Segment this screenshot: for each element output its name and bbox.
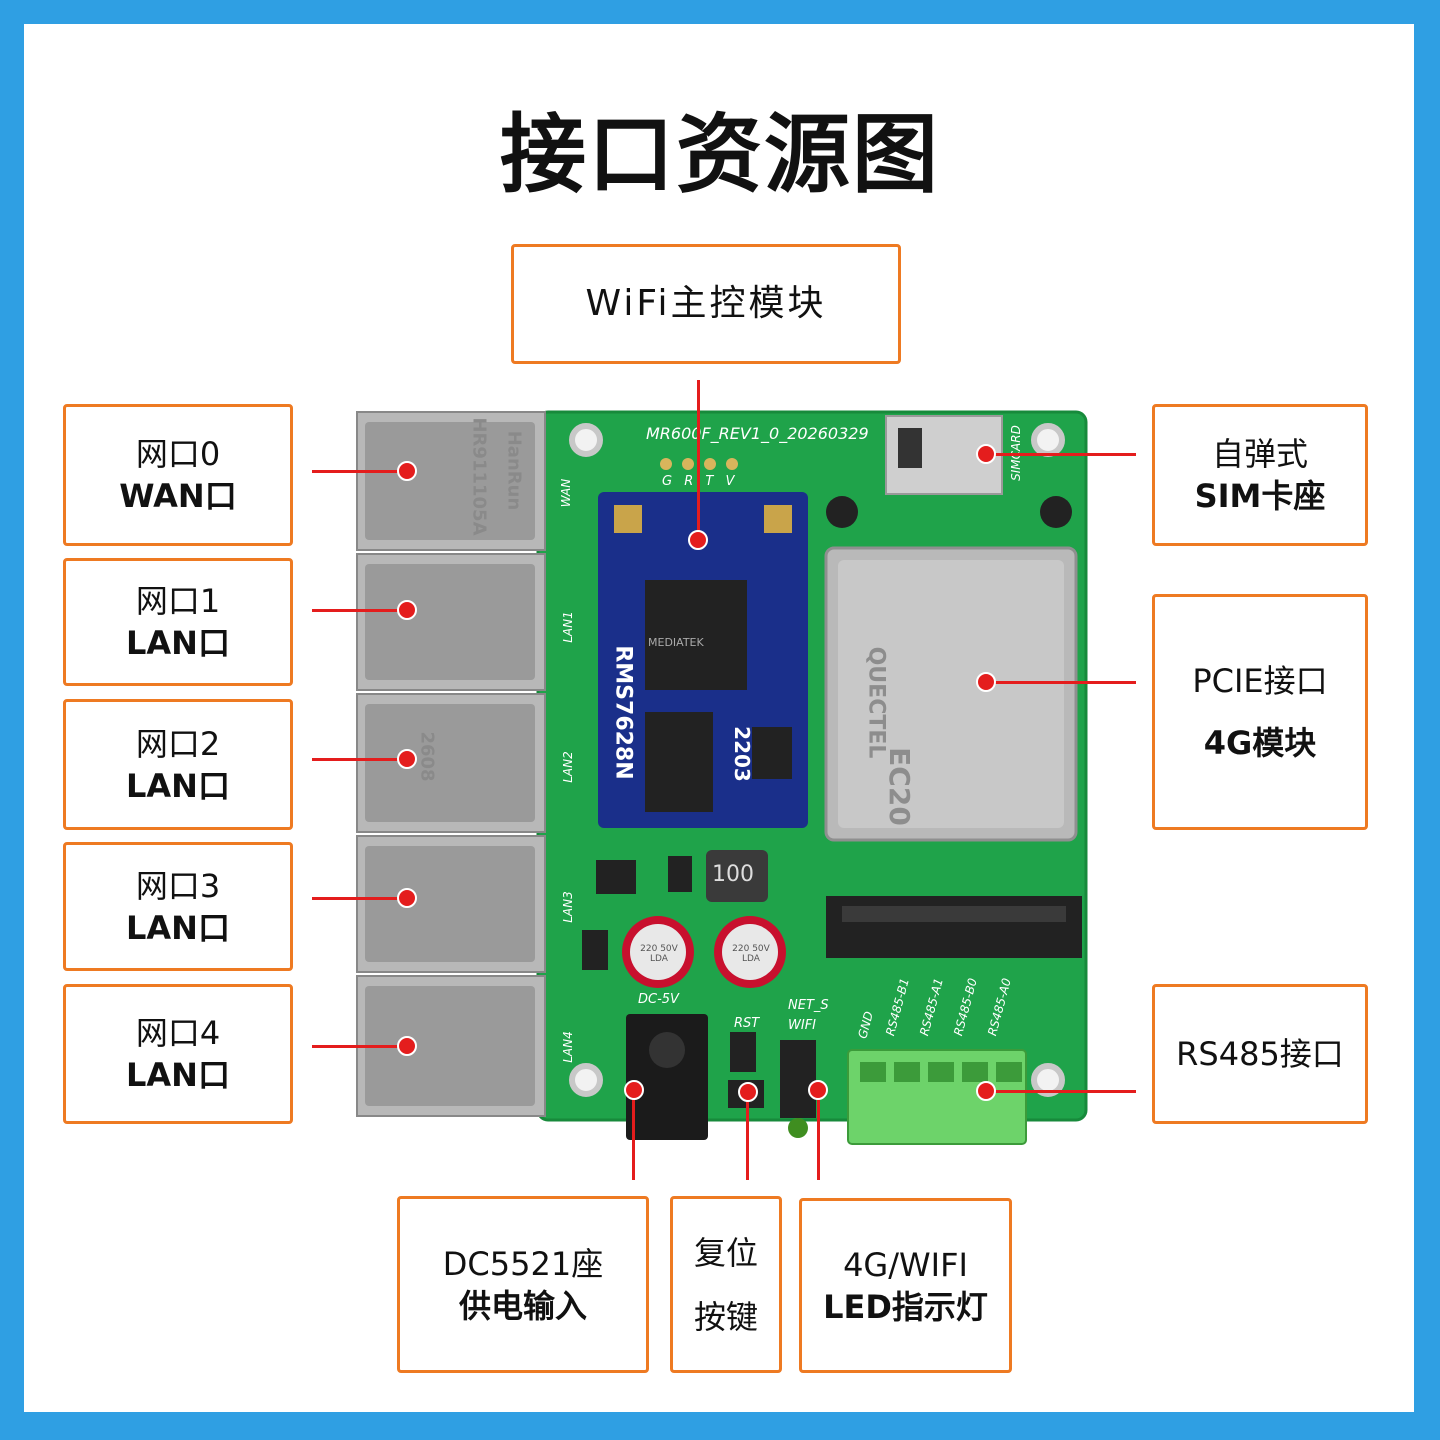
- callout-port1-line2: LAN口: [126, 624, 230, 662]
- callout-reset-line2: 按键: [693, 1297, 758, 1336]
- callout-led-line2: LED指示灯: [823, 1287, 988, 1326]
- inductor-label: 100: [712, 862, 754, 887]
- silk-lan4: LAN4: [560, 1031, 575, 1063]
- rj45-code: 2608: [416, 731, 438, 782]
- callout-port0: 网口0 WAN口: [63, 404, 293, 546]
- capacitor-label-left: 220 50V LDA: [640, 944, 678, 964]
- callout-pcie: PCIE接口 4G模块: [1152, 594, 1368, 830]
- silk-net: NET_S: [788, 998, 829, 1013]
- callout-dc-line1: DC5521座: [442, 1244, 604, 1283]
- pointer-dot-port3: [397, 888, 417, 908]
- rj45-brand: HanRun: [503, 430, 525, 511]
- callout-wifi-module: WiFi主控模块: [511, 244, 901, 364]
- silk-lan2: LAN2: [560, 751, 575, 783]
- pointer-dot-port1: [397, 600, 417, 620]
- callout-dc-line2: 供电输入: [458, 1286, 587, 1325]
- callout-port4-line2: LAN口: [126, 1056, 230, 1094]
- callout-port4: 网口4 LAN口: [63, 984, 293, 1124]
- callout-dc: DC5521座 供电输入: [397, 1196, 649, 1373]
- silk-wan: WAN: [559, 478, 574, 508]
- callout-wifi-module-line1: WiFi主控模块: [585, 283, 827, 324]
- pointer-dot-pcie: [976, 672, 996, 692]
- callout-sim: 自弹式 SIM卡座: [1152, 404, 1368, 546]
- callout-port0-line1: 网口0: [135, 435, 221, 473]
- pointer-line-reset: [746, 1092, 749, 1180]
- pointer-line-port2: [312, 758, 406, 761]
- pointer-line-dc: [632, 1090, 635, 1180]
- callout-led: 4G/WIFI LED指示灯: [799, 1198, 1012, 1373]
- callout-rs485: RS485接口: [1152, 984, 1368, 1124]
- callout-sim-line1: 自弹式: [1211, 435, 1308, 473]
- module-code: 2203: [729, 726, 754, 782]
- callout-port2: 网口2 LAN口: [63, 699, 293, 830]
- silk-lan3: LAN3: [560, 891, 575, 923]
- callout-port3-line2: LAN口: [126, 908, 230, 947]
- pointer-line-rs485: [986, 1090, 1136, 1093]
- pointer-line-sim: [986, 453, 1136, 456]
- silk-dc: DC-5V: [638, 992, 679, 1007]
- pointer-dot-wifi: [688, 530, 708, 550]
- callout-reset: 复位 按键: [670, 1196, 782, 1373]
- callout-port4-line1: 网口4: [135, 1014, 221, 1052]
- pointer-dot-reset: [738, 1082, 758, 1102]
- pointer-line-wifi: [697, 380, 700, 540]
- pointer-dot-port0: [397, 461, 417, 481]
- capacitor-label-right: 220 50V LDA: [732, 944, 770, 964]
- pointer-line-led: [817, 1090, 820, 1180]
- pointer-dot-rs485: [976, 1081, 996, 1101]
- pointer-dot-port2: [397, 749, 417, 769]
- pointer-line-port3: [312, 897, 406, 900]
- rj45-model: HR911105A: [468, 417, 490, 536]
- callout-rs485-line1: RS485接口: [1176, 1035, 1344, 1073]
- pointer-line-port1: [312, 609, 406, 612]
- callout-pcie-line2: 4G模块: [1203, 724, 1317, 762]
- callout-port3-line1: 网口3: [135, 866, 221, 905]
- silk-wifi: WIFI: [788, 1018, 816, 1033]
- modem-model: EC20: [882, 747, 916, 826]
- module-name: RMS7628N: [610, 645, 636, 780]
- pointer-line-port0: [312, 470, 406, 473]
- pointer-dot-sim: [976, 444, 996, 464]
- chip-label: MEDIATEK: [648, 636, 704, 649]
- silk-uart: G R T V: [662, 474, 739, 489]
- pointer-dot-led: [808, 1080, 828, 1100]
- callout-port0-line2: WAN口: [119, 477, 237, 515]
- callout-port2-line2: LAN口: [126, 766, 230, 805]
- silk-rst: RST: [734, 1016, 760, 1031]
- page-title: 接口资源图: [500, 105, 940, 205]
- callout-sim-line2: SIM卡座: [1194, 477, 1326, 515]
- pointer-dot-port4: [397, 1036, 417, 1056]
- callout-port1-line1: 网口1: [135, 582, 221, 620]
- callout-reset-line1: 复位: [693, 1233, 758, 1272]
- callout-port1: 网口1 LAN口: [63, 558, 293, 686]
- modem-brand: QUECTEL: [863, 646, 889, 759]
- pointer-line-pcie: [986, 681, 1136, 684]
- pointer-line-port4: [312, 1045, 406, 1048]
- callout-port2-line1: 网口2: [135, 724, 221, 763]
- silk-revision: MR600F_REV1_0_20260329: [646, 424, 869, 443]
- callout-port3: 网口3 LAN口: [63, 842, 293, 971]
- callout-led-line1: 4G/WIFI: [843, 1245, 968, 1284]
- pointer-dot-dc: [624, 1080, 644, 1100]
- callout-pcie-line1: PCIE接口: [1192, 662, 1328, 700]
- silk-lan1: LAN1: [560, 611, 575, 643]
